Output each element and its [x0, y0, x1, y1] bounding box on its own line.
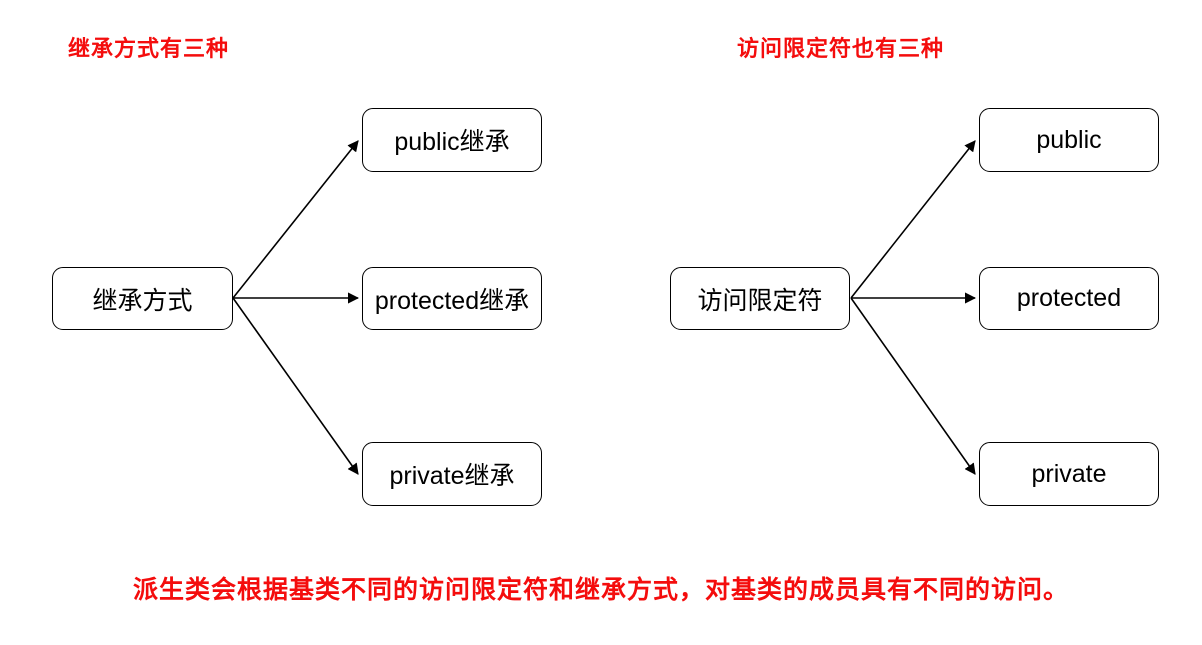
edge-left-root-to-public: [232, 140, 359, 299]
node-protected-inheritance[interactable]: protected继承: [362, 267, 542, 330]
right-tree-title: 访问限定符也有三种: [737, 36, 945, 61]
edge-right-root-to-private: [850, 297, 976, 475]
node-inheritance-mode-root[interactable]: 继承方式: [52, 267, 233, 330]
node-public-inheritance[interactable]: public继承: [362, 108, 542, 172]
edge-right-root-to-public: [850, 140, 976, 299]
node-access-specifier-root[interactable]: 访问限定符: [670, 267, 850, 330]
node-private-inheritance[interactable]: private继承: [362, 442, 542, 506]
node-private[interactable]: private: [979, 442, 1159, 506]
edge-left-root-to-private: [232, 297, 359, 475]
node-protected[interactable]: protected: [979, 267, 1159, 330]
node-public[interactable]: public: [979, 108, 1159, 172]
left-tree-title: 继承方式有三种: [68, 36, 230, 61]
summary-caption: 派生类会根据基类不同的访问限定符和继承方式，对基类的成员具有不同的访问。: [132, 577, 1069, 604]
